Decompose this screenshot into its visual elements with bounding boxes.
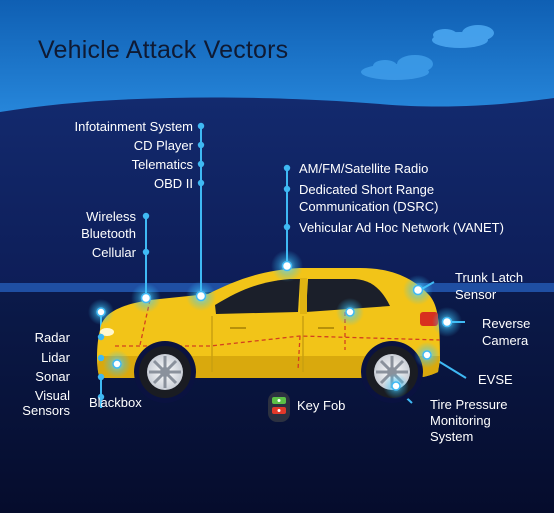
label-key-fob: Key Fob bbox=[297, 398, 346, 413]
label-evse: EVSE bbox=[478, 372, 513, 387]
label-tpms-line2: Monitoring bbox=[430, 413, 491, 428]
label-obd: OBD II bbox=[153, 176, 193, 191]
label-tpms-line3: System bbox=[430, 429, 474, 444]
label-visual-line1: Visual bbox=[34, 388, 70, 403]
attack-points bbox=[96, 260, 453, 391]
label-trunk-line2: Sensor bbox=[455, 287, 497, 302]
label-blackbox: Blackbox bbox=[89, 395, 142, 410]
label-wireless: Wireless bbox=[86, 209, 136, 224]
label-bluetooth: Bluetooth bbox=[81, 226, 136, 241]
label-am-fm-radio: AM/FM/Satellite Radio bbox=[299, 161, 429, 176]
label-cd-player: CD Player bbox=[133, 138, 193, 153]
label-vanet: Vehicular Ad Hoc Network (VANET) bbox=[299, 220, 504, 235]
label-cellular: Cellular bbox=[91, 245, 136, 260]
page-title: Vehicle Attack Vectors bbox=[38, 36, 289, 64]
cloud bbox=[361, 55, 433, 80]
label-dsrc-line1: Dedicated Short Range bbox=[299, 182, 435, 197]
label-tpms-line1: Tire Pressure bbox=[430, 397, 508, 412]
label-sonar: Sonar bbox=[35, 369, 70, 384]
front-wheel bbox=[139, 346, 191, 398]
label-reverse-line1: Reverse bbox=[482, 316, 531, 331]
label-infotainment: Infotainment System bbox=[74, 119, 194, 134]
label-trunk-line1: Trunk Latch bbox=[455, 270, 524, 285]
night-hill bbox=[0, 97, 554, 290]
key-fob-icon bbox=[268, 392, 290, 422]
cloud bbox=[432, 25, 494, 48]
label-lidar: Lidar bbox=[41, 350, 70, 365]
label-bullets bbox=[97, 122, 291, 401]
attack-point-glows bbox=[88, 250, 462, 399]
label-reverse-line2: Camera bbox=[482, 333, 529, 348]
label-telematics: Telematics bbox=[131, 157, 193, 172]
label-dsrc-line2: Communication (DSRC) bbox=[299, 199, 439, 214]
label-visual-line2: Sensors bbox=[22, 403, 70, 418]
label-radar: Radar bbox=[34, 330, 70, 345]
